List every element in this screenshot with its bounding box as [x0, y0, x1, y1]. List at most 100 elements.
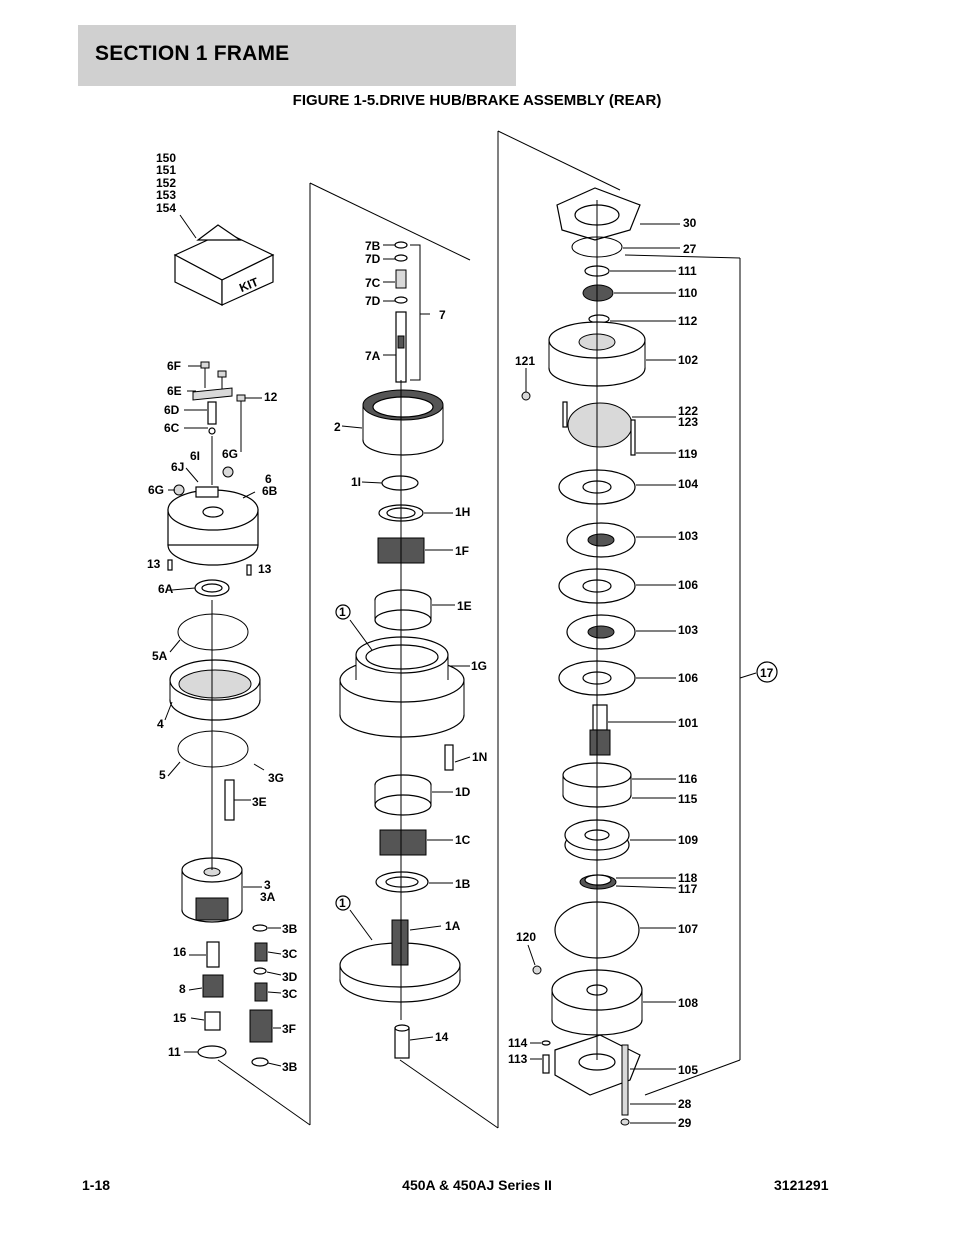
label-103-top: 103	[678, 529, 698, 543]
column-frame-middle	[309, 130, 621, 1128]
label-15: 15	[173, 1011, 187, 1025]
label-3D: 3D	[282, 970, 298, 984]
carrier-assembly-6	[167, 466, 259, 566]
section-title: SECTION 1 FRAME	[95, 42, 290, 65]
label-16: 16	[173, 945, 187, 959]
label-122: 122	[678, 404, 698, 418]
label-3C-top: 3C	[282, 947, 298, 961]
label-7D-top: 7D	[365, 252, 381, 266]
label-123: 123	[678, 415, 698, 429]
label-7: 7	[439, 308, 446, 322]
label-1F: 1F	[455, 544, 469, 558]
shaft-assembly-7	[394, 241, 430, 383]
label-30: 30	[683, 216, 697, 230]
leader-lines	[164, 223, 757, 1124]
callout-circle-1-top	[335, 604, 351, 620]
bolts-114-113	[541, 1040, 551, 1074]
label-5: 5	[159, 768, 166, 782]
bearing-stack-1	[374, 475, 432, 631]
shaft-101	[589, 704, 611, 756]
label-29: 29	[678, 1116, 692, 1130]
oring-5	[177, 730, 249, 768]
plate-30	[556, 187, 641, 241]
label-28: 28	[678, 1097, 692, 1111]
label-6E: 6E	[167, 384, 182, 398]
label-13-left: 13	[147, 557, 161, 571]
callout-labels: 150 151 152 153 154 6F 6E 6D 6C 12 6I 6G…	[147, 151, 774, 1130]
oring-5A	[177, 613, 249, 651]
label-2: 2	[334, 420, 341, 434]
label-1A: 1A	[445, 919, 461, 933]
label-119: 119	[678, 447, 698, 461]
label-6: 6	[265, 472, 272, 486]
label-6A: 6A	[158, 582, 174, 596]
gear-stack-left	[197, 941, 227, 1059]
page-number: 1-18	[82, 1177, 111, 1193]
carrier-3	[181, 857, 243, 923]
label-152: 152	[156, 176, 176, 190]
label-1N: 1N	[472, 750, 487, 764]
label-6G-top: 6G	[222, 447, 238, 461]
label-107: 107	[678, 922, 698, 936]
label-5A: 5A	[152, 649, 168, 663]
bolt-120	[532, 965, 542, 975]
label-6C: 6C	[164, 421, 180, 435]
label-109: 109	[678, 833, 698, 847]
label-112: 112	[678, 314, 698, 328]
label-7D-bot: 7D	[365, 294, 381, 308]
kit-box-label: KIT	[237, 275, 261, 295]
pins-13	[167, 559, 252, 576]
label-6I: 6I	[190, 449, 200, 463]
label-7B: 7B	[365, 239, 381, 253]
callout-circle-1-bot	[335, 895, 351, 911]
label-1H: 1H	[455, 505, 470, 519]
label-105: 105	[678, 1063, 698, 1077]
label-120: 120	[516, 930, 536, 944]
label-101: 101	[678, 716, 698, 730]
label-6B: 6B	[262, 484, 278, 498]
label-6D: 6D	[164, 403, 180, 417]
label-3: 3	[264, 878, 271, 892]
label-104: 104	[678, 477, 698, 491]
label-150: 150	[156, 151, 176, 165]
callout-circle-17	[756, 661, 778, 683]
label-3A: 3A	[260, 890, 276, 904]
label-151: 151	[156, 163, 176, 177]
column-frame-right	[217, 254, 741, 1129]
label-117: 117	[678, 882, 698, 896]
label-12: 12	[264, 390, 278, 404]
label-6G-left: 6G	[148, 483, 164, 497]
stud-1N	[444, 744, 454, 771]
ring-gear-4	[169, 659, 261, 721]
figure-title: FIGURE 1-5.DRIVE HUB/BRAKE ASSEMBLY (REA…	[292, 92, 662, 109]
disc-103-bot	[566, 614, 636, 650]
label-1G: 1G	[471, 659, 487, 673]
label-7A: 7A	[365, 349, 381, 363]
label-103-bot: 103	[678, 623, 698, 637]
label-1B: 1B	[455, 877, 471, 891]
ring-gear-2	[362, 389, 444, 456]
label-3E: 3E	[252, 795, 267, 809]
section-header-band	[78, 25, 516, 86]
seal-118-117	[579, 874, 617, 890]
model-name: 450A & 450AJ Series II	[402, 1177, 552, 1193]
label-6J: 6J	[171, 460, 184, 474]
label-1E: 1E	[457, 599, 472, 613]
label-1D: 1D	[455, 785, 471, 799]
label-153: 153	[156, 188, 176, 202]
label-108: 108	[678, 996, 698, 1010]
label-8: 8	[179, 982, 186, 996]
spindle-1A	[339, 919, 461, 1003]
label-27: 27	[683, 242, 697, 256]
studs-28-29	[620, 1044, 630, 1126]
label-3G: 3G	[268, 771, 284, 785]
washer-6A	[194, 579, 230, 597]
label-102: 102	[678, 353, 698, 367]
bearing-110	[582, 284, 614, 302]
label-1I: 1I	[351, 475, 361, 489]
label-11: 11	[168, 1045, 181, 1059]
label-113: 113	[508, 1052, 528, 1066]
label-118: 118	[678, 871, 698, 885]
label-110: 110	[678, 286, 698, 300]
